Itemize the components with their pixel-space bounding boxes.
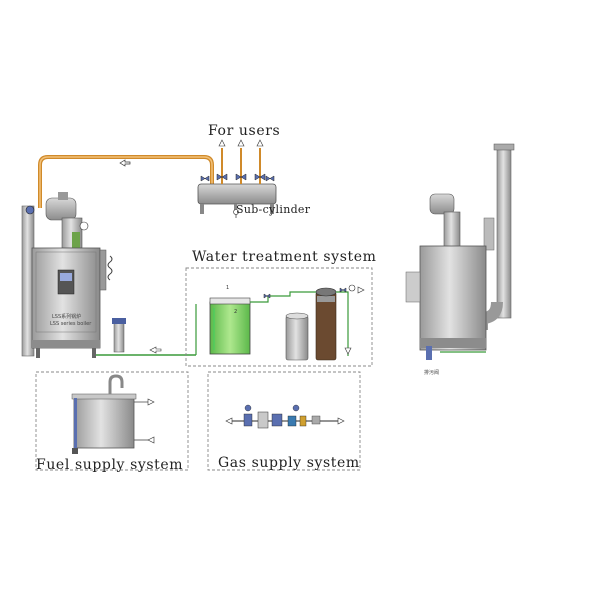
pump-icon: [112, 318, 126, 353]
arrow-icon: [147, 398, 155, 444]
steam-pipe: [38, 155, 214, 208]
fuel-tank: [71, 374, 152, 454]
boiler-plate-label-en: LSS series boiler: [50, 321, 92, 327]
valve-icon: [200, 173, 275, 182]
arrow-icon: [344, 286, 365, 355]
gas-train: [232, 404, 340, 429]
arrow-icon: [119, 159, 131, 167]
for-users-label: For users: [208, 123, 281, 139]
arrow-icon: [218, 139, 264, 147]
burner-icon: [45, 192, 83, 249]
right-boiler: [405, 143, 515, 360]
arrow-icon: [225, 417, 345, 425]
softener-resin-tank: [315, 287, 337, 361]
valve-icon: [263, 284, 356, 299]
arrow-icon: [149, 346, 162, 354]
sub-cylinder: [197, 139, 277, 218]
fuel-supply-label: Fuel supply system: [36, 457, 184, 473]
feed-water-pipe: [96, 304, 197, 356]
svg-text:1: 1: [226, 285, 229, 291]
gauge-icon: [25, 205, 89, 231]
gas-supply-label: Gas supply system: [218, 455, 360, 471]
drain-valve-label: 排污阀: [424, 369, 439, 376]
water-tank: 1 2: [209, 285, 251, 355]
water-treatment-label: Water treatment system: [192, 249, 377, 265]
sub-cylinder-label: Sub-cylinder: [236, 203, 311, 216]
boiler-plate-label: LSS系列锅炉: [52, 313, 81, 320]
softener-brine-tank: [285, 312, 309, 361]
svg-text:2: 2: [234, 309, 237, 315]
main-boiler: [21, 192, 126, 358]
